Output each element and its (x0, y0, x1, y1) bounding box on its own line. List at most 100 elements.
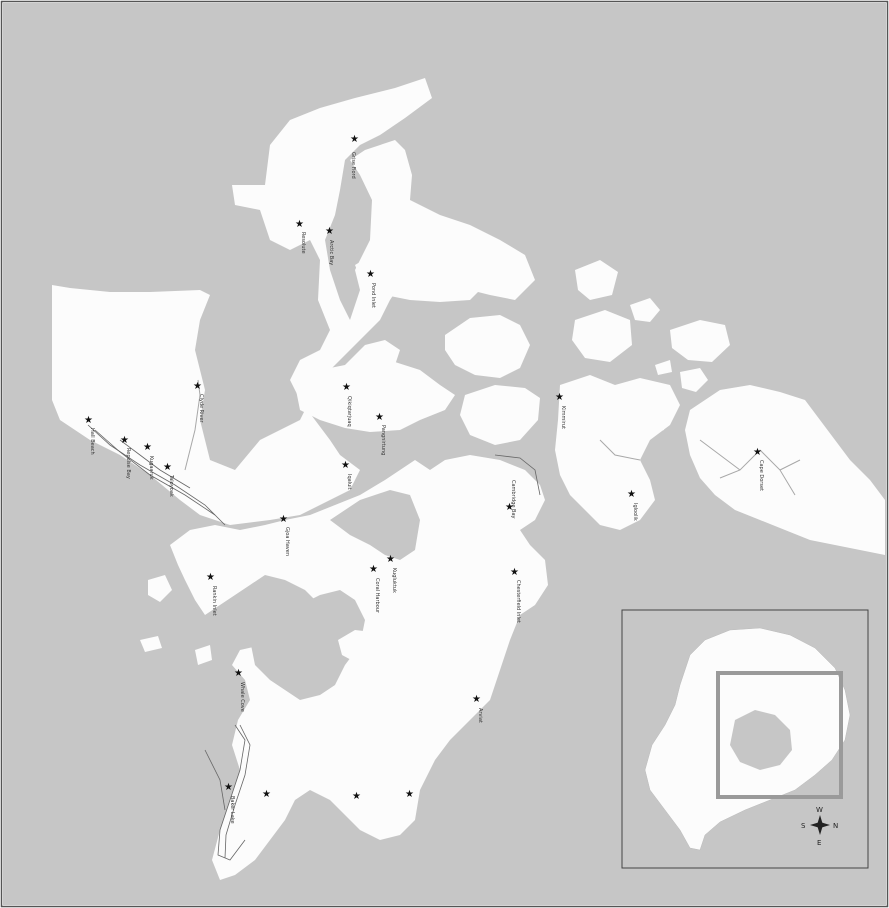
place-kugluktuk[interactable]: ★Kugluktuk (386, 554, 397, 593)
place-qikiqtarjuaq[interactable]: ★ Qikiqtarjuaq (342, 382, 352, 427)
svg-text:Resolute: Resolute (300, 232, 306, 254)
svg-text:★: ★ (262, 789, 271, 800)
place-pond-inlet[interactable]: ★ Pond Inlet (366, 269, 376, 308)
place-whale-cove[interactable]: ★ Whale Cove (234, 668, 245, 712)
svg-text:Hall Beach: Hall Beach (89, 428, 95, 455)
svg-text:★: ★ (295, 219, 304, 230)
place-arctic-bay[interactable]: ★Arctic Bay (325, 226, 334, 265)
svg-text:Chesterfield Inlet: Chesterfield Inlet (515, 580, 521, 623)
place-clyde-river[interactable]: ★ Clyde River (193, 381, 204, 424)
small-island-4 (460, 570, 485, 592)
svg-text:Qikiqtarjuaq: Qikiqtarjuaq (346, 396, 352, 427)
southern-landmass (170, 455, 548, 880)
small-island-5 (500, 585, 525, 606)
place-cape-dorset[interactable]: ★ Cape Dorset (753, 447, 764, 491)
svg-text:★: ★ (193, 381, 202, 392)
place-repulse-bay[interactable]: ★ Repulse Bay (120, 435, 131, 479)
eastern-island-c (575, 260, 618, 300)
place-coral-harbour[interactable]: ★Coral Harbour (369, 564, 380, 614)
svg-text:Cape Dorset: Cape Dorset (758, 460, 764, 491)
svg-text:★: ★ (163, 462, 172, 473)
place-resolute[interactable]: ★ Resolute (295, 219, 306, 254)
place-rankin-inlet[interactable]: ★ Rankin Inlet (206, 572, 217, 616)
place-baker-lake[interactable]: ★Baker Lake (224, 782, 235, 824)
small-island-2 (140, 636, 162, 652)
svg-text:★: ★ (325, 226, 334, 237)
svg-text:★: ★ (341, 460, 350, 471)
place-iqaluit[interactable]: ★Iqaluit (341, 460, 352, 490)
eastern-island-e (670, 320, 730, 362)
svg-text:Repulse Bay: Repulse Bay (125, 448, 131, 479)
place-grise-fiord[interactable]: ★ Grise Fiord (350, 134, 359, 179)
svg-text:★: ★ (753, 447, 762, 458)
svg-text:★: ★ (342, 382, 351, 393)
svg-text:★: ★ (555, 392, 564, 403)
place-taloyoak[interactable]: ★Taloyoak (163, 462, 174, 497)
eastern-island-a (555, 375, 680, 530)
inset-highlight-box (716, 671, 843, 799)
eastern-island-g (680, 368, 708, 392)
svg-text:★: ★ (352, 791, 361, 802)
svg-text:Pond Inlet: Pond Inlet (370, 283, 376, 308)
eastern-island-d (572, 310, 632, 362)
svg-text:★: ★ (143, 442, 152, 453)
svg-text:★: ★ (366, 269, 375, 280)
svg-text:Kugluktuk: Kugluktuk (391, 568, 397, 593)
place-cambridge-bay[interactable]: ★Cambridge Bay (505, 480, 516, 519)
compass-rose: N S E W (801, 806, 838, 847)
svg-text:★: ★ (120, 435, 129, 446)
svg-text:★: ★ (375, 412, 384, 423)
place-pangnirtung[interactable]: ★Pangnirtung (375, 412, 386, 455)
place-kimmirut[interactable]: ★ Kimmirut (555, 392, 566, 429)
central-island-b (345, 340, 400, 375)
eastern-island-b (685, 385, 885, 555)
river-lines (184, 379, 801, 496)
compass-s: S (801, 822, 806, 830)
place-chesterfield-inlet[interactable]: ★ Chesterfield Inlet (510, 567, 521, 623)
central-island-d (460, 385, 540, 445)
inland-sea (250, 590, 365, 700)
svg-text:Taloyoak: Taloyoak (168, 474, 174, 497)
svg-text:★: ★ (84, 415, 93, 426)
inset-map[interactable]: N S E W (621, 609, 869, 869)
svg-text:★: ★ (510, 567, 519, 578)
svg-text:Rankin Inlet: Rankin Inlet (211, 586, 217, 616)
place-kugaaruk[interactable]: ★ Kugaaruk (143, 442, 154, 480)
small-island-6 (655, 360, 672, 375)
svg-text:★: ★ (206, 572, 215, 583)
place-extra-3: ★ (405, 789, 414, 800)
compass-e: E (817, 839, 821, 847)
svg-text:Grise Fiord: Grise Fiord (350, 152, 356, 179)
svg-text:Whale Cove: Whale Cove (239, 682, 245, 712)
inset-hudson-bay (730, 710, 792, 770)
svg-text:Clyde River: Clyde River (198, 394, 204, 424)
svg-text:Baker Lake: Baker Lake (229, 796, 235, 824)
svg-text:★: ★ (234, 668, 243, 679)
svg-text:Arviat: Arviat (477, 708, 483, 723)
small-island-3 (195, 645, 212, 665)
place-extra-2: ★ (352, 791, 361, 802)
svg-text:★: ★ (405, 789, 414, 800)
island-in-sea (338, 630, 380, 662)
svg-text:Kugaaruk: Kugaaruk (148, 456, 154, 480)
place-hall-beach[interactable]: ★ Hall Beach (84, 415, 95, 455)
svg-text:★: ★ (350, 134, 359, 145)
svg-text:Kimmirut: Kimmirut (560, 406, 566, 429)
svg-text:Coral Harbour: Coral Harbour (374, 578, 380, 614)
central-island-e (355, 250, 485, 302)
compass-n: N (833, 822, 838, 830)
svg-text:★: ★ (472, 694, 481, 705)
place-igloolik[interactable]: ★Igloolik (627, 489, 638, 521)
central-island-c (445, 315, 530, 378)
route-lines (87, 424, 541, 861)
svg-text:★: ★ (279, 514, 288, 525)
svg-text:★: ★ (627, 489, 636, 500)
svg-text:★: ★ (505, 502, 514, 513)
small-island-1 (148, 575, 172, 602)
place-arviat[interactable]: ★ Arviat (472, 694, 483, 723)
place-markers: ★ Grise Fiord ★ Resolute ★Arctic Bay ★ Pond… (84, 134, 764, 824)
place-gjoa-haven[interactable]: ★Gjoa Haven (279, 514, 290, 556)
